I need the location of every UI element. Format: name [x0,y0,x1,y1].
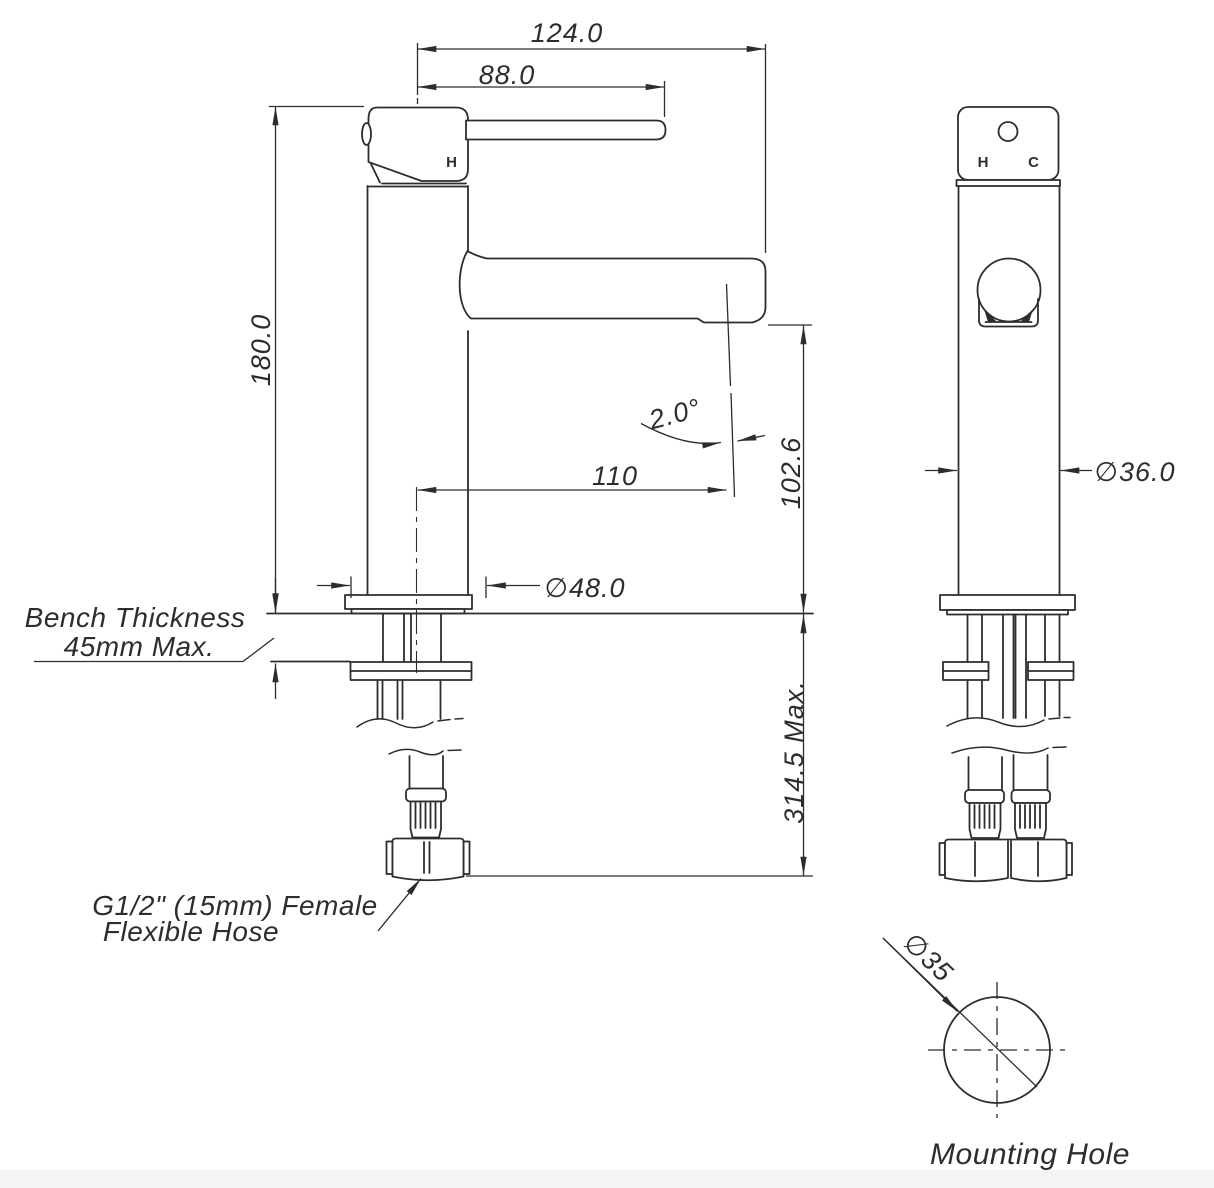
mounting-hole-dia-label: ∅35 [897,927,959,988]
bench-note-line2: 45mm Max. [64,631,215,662]
dim-314-5-label: 314.5 Max. [779,680,809,824]
dimension-handle-reach: 88.0 [417,60,666,117]
hose-note-line1: G1/2" (15mm) Female [92,890,378,921]
side-under-bench-hardware [942,613,1075,719]
bench-note-line1: Bench Thickness [25,602,246,633]
dimension-base-diameter: ∅48.0 [317,573,625,603]
hot-indicator-side: H [978,154,989,171]
cold-indicator-side: C [1028,154,1039,171]
dim-angle-label: 2.0° [645,393,704,436]
mixer-head-outline [361,106,667,185]
dimension-spout-reach: 110 [417,461,727,494]
handle-pivot-hole [997,121,1019,142]
hose-hex-nut [391,837,465,877]
hot-indicator-front: H [446,154,457,171]
dim-102-6-label: 102.6 [776,437,806,510]
mounting-hole-view: ∅35 Mounting Hole [882,927,1130,1171]
spout-wedge-left [984,309,997,322]
dim-180-label: 180.0 [246,314,276,387]
side-flexible-hoses [938,754,1073,883]
dim-124-label: 124.0 [531,18,604,48]
dim-48-label: ∅48.0 [544,573,625,603]
under-bench-hardware [349,612,473,720]
dimension-body-height: 180.0 [246,105,364,614]
break-lines-side [946,716,1071,754]
side-hex-nuts [944,838,1068,878]
dimension-below-bench: 314.5 Max. [466,614,813,877]
lever-handle [465,119,667,141]
dimension-overall-reach: 124.0 [417,18,767,253]
dim-110-label: 110 [592,461,638,491]
side-view: H C [925,106,1175,883]
mounting-hole-label: Mounting Hole [930,1138,1130,1171]
side-body-column [957,185,1061,596]
dimension-body-diameter: ∅36.0 [925,457,1175,487]
hose-callout: G1/2" (15mm) Female Flexible Hose [92,878,422,947]
bench-thickness-callout: Bench Thickness 45mm Max. [25,578,279,699]
break-lines-front [356,717,464,756]
front-view: 124.0 88.0 180.0 Bench Thickness 45mm Ma… [25,18,814,947]
body-column [366,185,469,596]
pivot-boss [361,122,372,146]
dim-36-label: ∅36.0 [1094,457,1175,487]
side-spout-end [976,257,1042,328]
mounting-hole-circle [943,996,1051,1104]
base-flange [344,594,473,615]
dimension-outlet-height: 102.6 [768,324,812,613]
hose-note-line2: Flexible Hose [103,916,279,947]
spout-outline [458,250,767,324]
dim-88-label: 88.0 [479,60,536,90]
side-base-flange [939,594,1076,616]
side-head: H C [955,106,1061,187]
spout-wedge-right [1020,309,1033,322]
footer-tint [0,1170,1214,1188]
flexible-hose [385,755,471,882]
